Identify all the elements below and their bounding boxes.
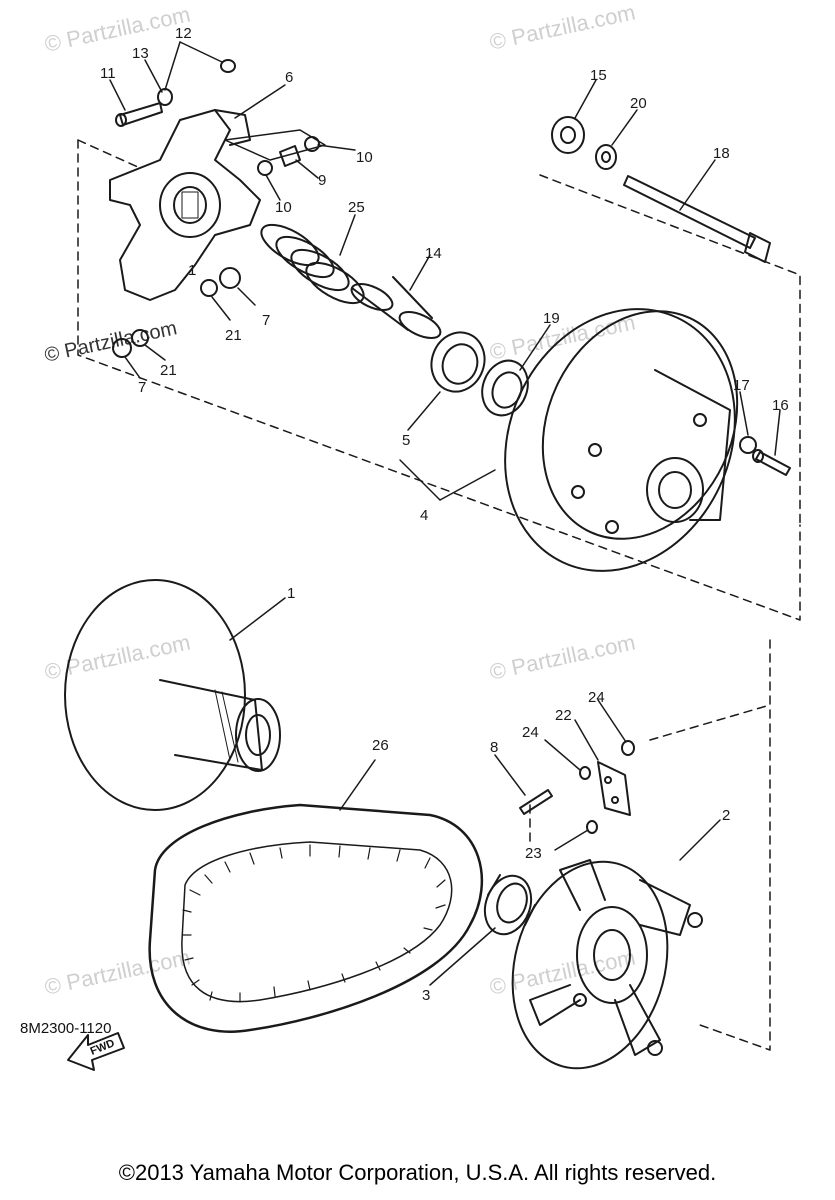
bolt-11 (115, 102, 163, 127)
sheave-cover-4 (504, 308, 739, 572)
callout-22: 22 (555, 707, 572, 724)
spring-25 (260, 223, 365, 305)
bolt-16 (752, 449, 791, 476)
callout-2: 2 (722, 807, 730, 824)
callout-3: 3 (422, 987, 430, 1004)
bolt-18 (623, 175, 771, 263)
copyright-notice: ©2013 Yamaha Motor Corporation, U.S.A. A… (118, 1160, 717, 1185)
nut-17 (739, 436, 757, 454)
callout-25: 25 (348, 199, 365, 216)
screw-23 (586, 820, 598, 834)
callout-20: 20 (630, 95, 647, 112)
callout-14: 14 (425, 245, 442, 262)
plate-22 (597, 761, 631, 816)
nut-24 (579, 740, 635, 780)
callout-7: 7 (138, 379, 146, 396)
callout-13: 13 (132, 45, 149, 62)
seal-5 (430, 331, 486, 393)
callout-8: 8 (490, 739, 498, 756)
callout-12: 12 (175, 25, 192, 42)
callout-6: 6 (285, 69, 293, 86)
callout-7: 7 (262, 312, 270, 329)
nut-12 (157, 59, 236, 106)
callout-21: 21 (225, 327, 242, 344)
washer-20 (595, 144, 617, 170)
callout-9: 9 (318, 172, 326, 189)
callout-16: 16 (772, 397, 789, 414)
sheave-1 (64, 579, 281, 811)
callout-5: 5 (402, 432, 410, 449)
callout-numbers: 12 13 11 6 10 9 10 25 14 15 20 18 19 17 … (100, 25, 789, 1004)
nut-7 (112, 267, 241, 358)
washer-15 (551, 116, 585, 154)
fixed-sheave-2 (511, 859, 703, 1070)
callout-24: 24 (522, 724, 539, 741)
callout-18: 18 (713, 145, 730, 162)
leader-lines (109, 41, 781, 986)
fwd-label: FWD (89, 1037, 117, 1058)
diagram-code: 8M2300-1120 (20, 1020, 112, 1037)
callout-1: 1 (188, 262, 196, 279)
callout-15: 15 (590, 67, 607, 84)
pin-8 (519, 789, 553, 815)
sleeve-14 (350, 276, 442, 339)
callout-11: 11 (100, 65, 116, 82)
washer-10 (257, 136, 320, 176)
callout-19: 19 (543, 310, 560, 327)
callout-17: 17 (733, 377, 750, 394)
callout-10: 10 (275, 199, 292, 216)
assembly-boundary (77, 139, 801, 1051)
washer-21 (131, 279, 218, 347)
spider-bracket-part (109, 109, 326, 301)
callout-21: 21 (160, 362, 177, 379)
collar-3 (483, 874, 536, 936)
callout-23: 23 (525, 845, 542, 862)
pin-9 (279, 145, 301, 167)
callout-10: 10 (356, 149, 373, 166)
callout-24: 24 (588, 689, 605, 706)
fwd-arrow (67, 1032, 125, 1071)
callout-26: 26 (372, 737, 389, 754)
drive-belt-26 (148, 803, 484, 1033)
callout-1: 1 (287, 585, 295, 602)
callout-4: 4 (420, 507, 428, 524)
